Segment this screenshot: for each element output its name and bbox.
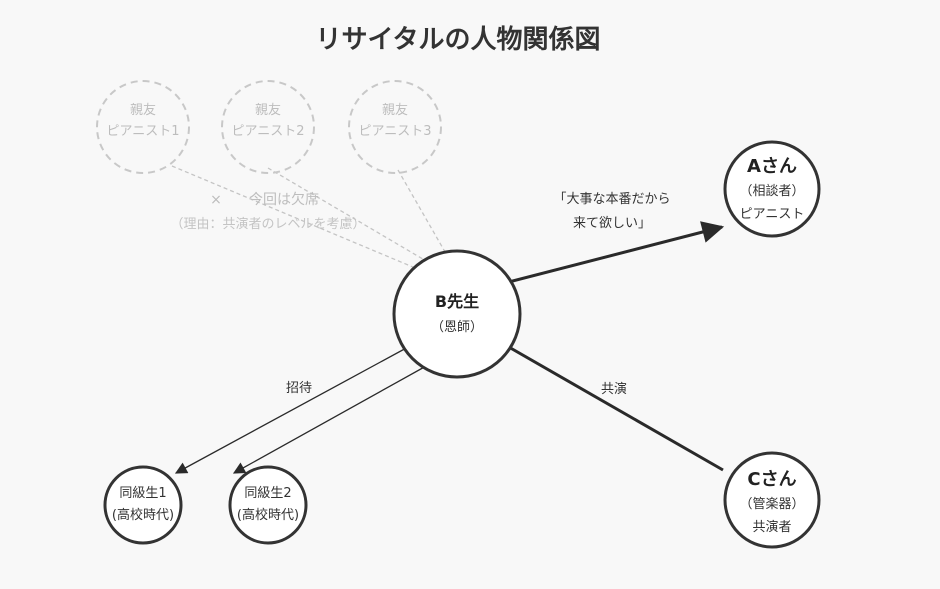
friend-2-line1: 親友 [255,102,281,118]
edge-label-request-1: 「大事な本番だから [553,192,670,207]
friend-node-3: 親友 ピアニスト3 [348,80,442,174]
classmate-2-line2: (高校時代) [237,507,299,523]
c-person-job: 共演者 [752,519,791,535]
edge-label-perform: 共演 [601,381,627,397]
teacher-name: B先生 [435,292,479,311]
edge-friend2-teacher [267,167,451,276]
edge-teacher-classmate1-arrow [174,345,411,474]
friend-2-line2: ピアニスト2 [231,124,304,139]
edge-teacher-c [506,344,724,472]
edge-teacher-a-arrow [504,221,725,285]
teacher-role: （恩師） [431,320,483,335]
friend-node-1: 親友 ピアニスト1 [96,80,190,174]
friend-3-line1: 親友 [382,102,408,118]
classmate-1-line2: (高校時代) [112,507,174,523]
classmate-node-1: 同級生1 (高校時代) [103,465,183,545]
absence-text: 今回は欠席 [249,192,319,208]
classmate-2-line1: 同級生2 [244,486,291,501]
diagram-title: リサイタルの人物関係図 [316,25,601,55]
edge-label-invite: 招待 [286,381,312,396]
c-person-role: （管楽器） [739,496,804,512]
edge-friend1-teacher [171,165,421,271]
friend-3-line2: ピアニスト3 [358,124,431,139]
a-person-role: （相談者） [739,183,804,199]
c-person-node: Cさん （管楽器） 共演者 [723,451,821,549]
c-person-name: Cさん [747,469,796,490]
teacher-node: B先生 （恩師） [392,249,522,379]
friend-node-2: 親友 ピアニスト2 [221,80,315,174]
a-person-node: Aさん （相談者） ピアニスト [723,140,821,238]
classmate-node-2: 同級生2 (高校時代) [228,465,308,545]
edge-label-request-2: 来て欲しい」 [573,215,651,231]
a-person-name: Aさん [747,156,797,177]
absence-mark: × [210,192,222,208]
a-person-job: ピアニスト [740,207,805,222]
friend-1-line1: 親友 [130,102,156,118]
edge-teacher-classmate2-arrow [232,364,429,474]
classmate-1-line1: 同級生1 [119,486,166,501]
absence-reason: （理由：共演者のレベルを考慮） [170,216,365,232]
friend-1-line2: ピアニスト1 [106,124,179,139]
